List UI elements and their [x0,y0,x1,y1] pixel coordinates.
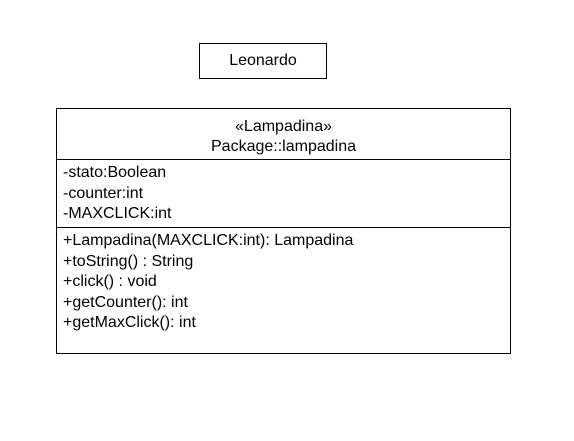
operation-getcounter: +getCounter(): int [63,293,188,311]
attribute-counter: -counter:int [63,184,144,202]
class-stereotype: «Lampadina» [235,118,332,135]
class-package: Package::lampadina [211,138,356,155]
operation-tostring: +toString() : String [63,252,194,270]
attribute-stato: -stato:Boolean [63,164,167,181]
class-attributes: -stato:Boolean -counter:int -MAXCLICK:in… [57,160,510,228]
class-header: «Lampadina» Package::lampadina [57,109,510,160]
attribute-maxclick: -MAXCLICK:int [63,205,172,222]
author-note-text: Leonardo [229,52,297,69]
uml-class-lampadina: «Lampadina» Package::lampadina -stato:Bo… [56,108,511,354]
operation-click: +click() : void [63,273,157,290]
author-note-box: Leonardo [199,43,327,79]
operation-constructor: +Lampadina(MAXCLICK:int): Lampadina [63,232,354,249]
operation-getmaxclick: +getMaxClick(): int [63,314,196,331]
class-operations: +Lampadina(MAXCLICK:int): Lampadina +toS… [57,228,510,334]
